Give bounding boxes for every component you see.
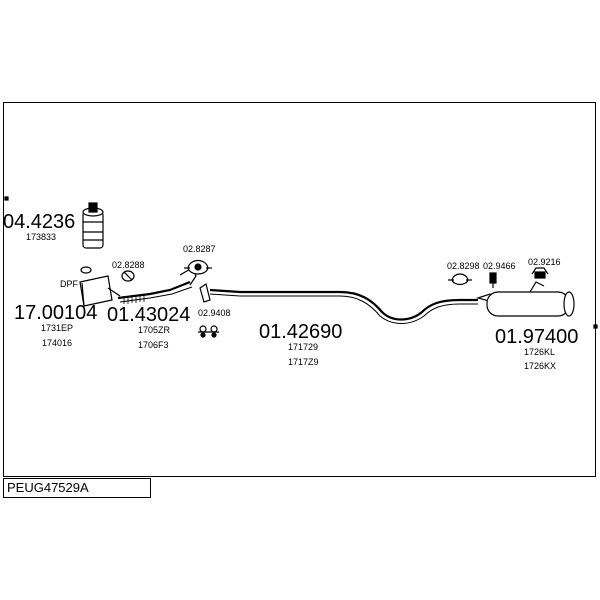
part-code-2a: 1731EP (41, 323, 74, 333)
fitting-clamp-f1 (121, 270, 135, 282)
fitting-number-5: 02.9466 (483, 261, 516, 271)
part-number-4: 01.42690 (259, 321, 343, 343)
fitting-clamp-f2 (184, 259, 212, 275)
part-code-4b: 1717Z9 (288, 357, 319, 367)
dpf-part (79, 266, 121, 307)
part-number-3: 01.43024 (107, 304, 191, 326)
part-code-2b: 174016 (42, 338, 73, 348)
middle-pipe-part (199, 283, 478, 324)
part-code-4a: 171729 (288, 342, 319, 352)
fitting-number-4: 02.8298 (447, 261, 480, 271)
fitting-number-6: 02.9216 (528, 257, 561, 267)
fitting-gasket-f3 (198, 325, 219, 338)
part-code-5a: 1726KL (524, 347, 556, 357)
part-code-1a: 173833 (26, 232, 57, 242)
reference-number: PEUG47529A (7, 480, 89, 495)
part-number-2: 17.00104 (14, 302, 98, 324)
fitting-number-3: 02.9408 (198, 308, 231, 318)
diagram-frame (3, 102, 596, 477)
front-pipe-part (117, 267, 197, 304)
reference-box: PEUG47529A (3, 478, 151, 498)
part-code-5b: 1726KX (524, 361, 557, 371)
fitting-number-2: 02.8287 (183, 244, 216, 254)
fitting-mount-f5 (489, 272, 497, 288)
part-number-5: 01.97400 (495, 326, 579, 348)
fitting-clamp-f4 (448, 273, 472, 286)
rear-silencer-part (475, 281, 575, 317)
fitting-number-1: 02.8288 (112, 260, 145, 270)
dpf-tag: DPF (60, 279, 78, 289)
catalyst-part (82, 202, 104, 249)
part-code-3a: 1705ZR (138, 325, 171, 335)
part-number-1: 04.4236 (3, 211, 76, 233)
part-code-3b: 1706F3 (138, 340, 169, 350)
fitting-mount-f6 (531, 267, 549, 279)
